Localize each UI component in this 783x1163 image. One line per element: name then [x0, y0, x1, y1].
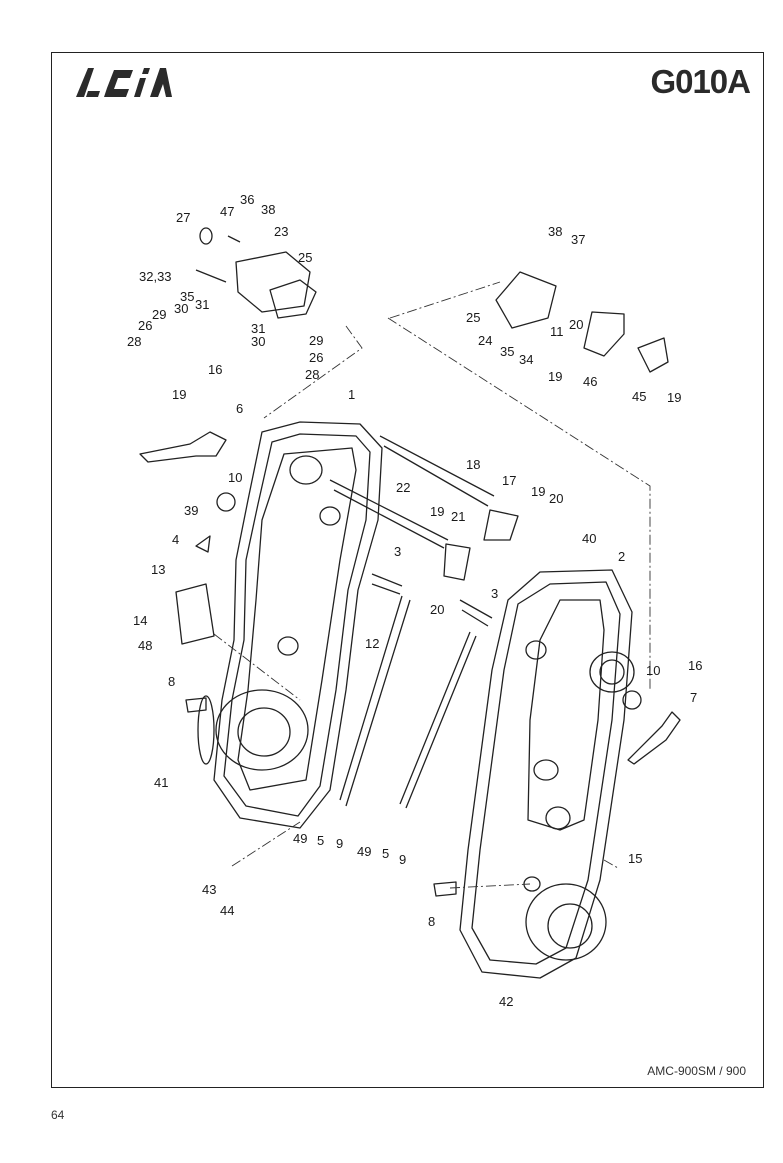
callout-label: 36 [240, 192, 254, 207]
callout-label: 31 [195, 297, 209, 312]
callout-label: 35 [180, 289, 194, 304]
callout-label: 21 [451, 509, 465, 524]
callout-label: 3 [491, 586, 498, 601]
callout-label: 26 [309, 350, 323, 365]
callout-label: 29 [309, 333, 323, 348]
right-case-housing [459, 569, 633, 979]
callout-label: 8 [168, 674, 175, 689]
callout-label: 37 [571, 232, 585, 247]
callout-label: 19 [430, 504, 444, 519]
callout-label: 34 [519, 352, 533, 367]
callout-label: 31 [251, 321, 265, 336]
callout-label: 10 [228, 470, 242, 485]
callout-label: 38 [261, 202, 275, 217]
callout-label: 20 [549, 491, 563, 506]
callout-label: 28 [127, 334, 141, 349]
callout-label: 2 [618, 549, 625, 564]
callout-label: 25 [466, 310, 480, 325]
callout-label: 16 [688, 658, 702, 673]
callout-label: 1 [348, 387, 355, 402]
callout-label: 19 [548, 369, 562, 384]
asia-logo-icon [76, 68, 172, 97]
callout-label: 19 [531, 484, 545, 499]
callout-numbers: 1 2 3 3 4 5 5 6 7 8 8 9 9 10 10 11 12 13… [127, 192, 702, 1009]
callout-label: 24 [478, 333, 492, 348]
callout-label: 7 [690, 690, 697, 705]
callout-label: 11 [550, 324, 564, 339]
callout-label: 47 [220, 204, 234, 219]
callout-label: 42 [499, 994, 513, 1009]
callout-label: 13 [151, 562, 165, 577]
callout-label: 5 [317, 833, 324, 848]
callout-label: 3 [394, 544, 401, 559]
callout-label: 4 [172, 532, 179, 547]
callout-label: 6 [236, 401, 243, 416]
callout-label: 23 [274, 224, 288, 239]
left-case-housing [213, 421, 383, 829]
callout-label: 38 [548, 224, 562, 239]
model-label: AMC-900SM / 900 [647, 1064, 746, 1078]
callout-label: 5 [382, 846, 389, 861]
callout-label: 41 [154, 775, 168, 790]
callout-label: 19 [172, 387, 186, 402]
callout-label: 48 [138, 638, 152, 653]
callout-label: 17 [502, 473, 516, 488]
callout-label: 16 [208, 362, 222, 377]
diagram-code: G010A [650, 63, 751, 100]
callout-label: 49 [357, 844, 371, 859]
page-number: 64 [51, 1108, 65, 1122]
callout-label: 20 [430, 602, 444, 617]
callout-label: 10 [646, 663, 660, 678]
callout-label: 9 [336, 836, 343, 851]
callout-label: 29 [152, 307, 166, 322]
callout-label: 40 [582, 531, 596, 546]
callout-label: 28 [305, 367, 319, 382]
callout-label: 19 [667, 390, 681, 405]
callout-label: 18 [466, 457, 480, 472]
callout-label: 45 [632, 389, 646, 404]
callout-label: 25 [298, 250, 312, 265]
callout-label: 43 [202, 882, 216, 897]
callout-label: 12 [365, 636, 379, 651]
page-frame [51, 52, 764, 1088]
callout-label: 8 [428, 914, 435, 929]
callout-label: 49 [293, 831, 307, 846]
callout-label: 44 [220, 903, 234, 918]
callout-label: 39 [184, 503, 198, 518]
callout-label: 26 [138, 318, 152, 333]
callout-label: 27 [176, 210, 190, 225]
callout-label: 20 [569, 317, 583, 332]
callout-label: 14 [133, 613, 147, 628]
callout-label: 22 [396, 480, 410, 495]
callout-label: 15 [628, 851, 642, 866]
callout-label: 30 [174, 301, 188, 316]
callout-label: 46 [583, 374, 597, 389]
callout-label: 35 [500, 344, 514, 359]
callout-label: 9 [399, 852, 406, 867]
callout-label: 32,33 [139, 269, 172, 284]
callout-label: 30 [251, 334, 265, 349]
